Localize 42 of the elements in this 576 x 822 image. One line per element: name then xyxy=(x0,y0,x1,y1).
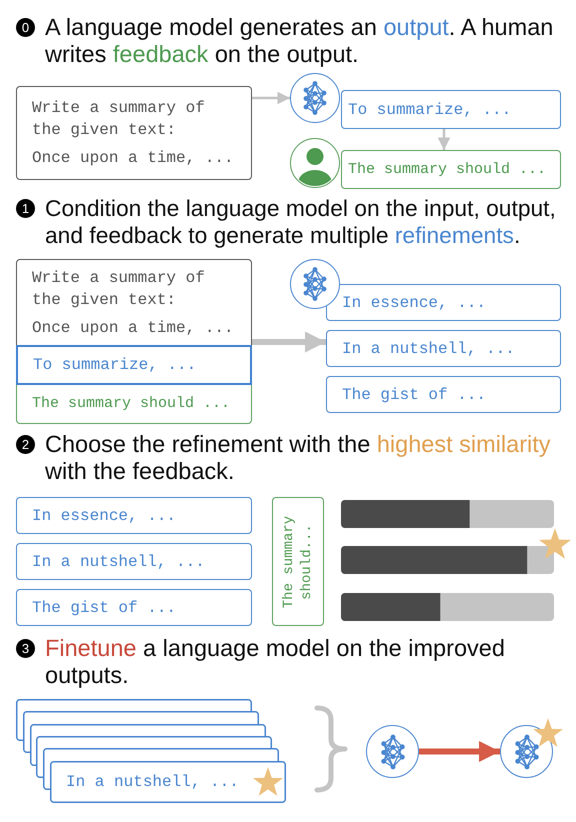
refinement-text: In a nutshell, ... xyxy=(66,772,239,793)
arrow xyxy=(438,129,450,150)
refinement-text: In a nutshell, ... xyxy=(32,552,206,572)
step-number: 2 xyxy=(16,435,35,454)
refinement-box xyxy=(16,543,252,580)
step-number: 0 xyxy=(16,18,35,37)
refinement-box xyxy=(326,330,561,367)
refinement-text: The gist of ... xyxy=(32,598,178,618)
step-heading: Choose the refinement with the highest similarity with the feedback. xyxy=(45,431,552,485)
feedback-box xyxy=(272,497,324,626)
step-heading: A language model generates an output. A human writes feedback on the output. xyxy=(45,14,554,68)
arrow xyxy=(252,332,326,352)
refinement-box xyxy=(16,497,252,534)
output-box xyxy=(16,345,252,385)
output-text: To summarize, ... xyxy=(33,355,198,376)
prompt-box xyxy=(16,86,252,180)
prompt-box xyxy=(16,259,252,346)
feedback-box xyxy=(16,384,252,424)
step-heading: Finetune a language model on the improved outputs. xyxy=(45,635,506,689)
story-text: Once upon a time, ... xyxy=(32,318,235,338)
refinement-text: In essence, ... xyxy=(32,506,178,526)
feedback-text: The summary should ... xyxy=(32,394,232,414)
step-heading: Condition the language model on the input, output, and feedback to generate multiple refinements. xyxy=(45,195,557,249)
feedback-text: The summary should ... xyxy=(348,160,548,180)
refinement-text: The gist of ... xyxy=(342,384,488,406)
arrow xyxy=(419,741,500,762)
refinement-box xyxy=(326,376,561,413)
output-text: To summarize, ... xyxy=(348,100,512,120)
card-stack xyxy=(16,699,286,803)
step-number: 3 xyxy=(16,639,35,658)
refinement-text: In a nutshell, ... xyxy=(342,338,516,360)
feedback-box xyxy=(341,150,561,189)
step-number: 1 xyxy=(16,199,35,218)
output-box xyxy=(341,90,561,129)
feedback-text: The summary should... xyxy=(280,514,316,610)
refinement-box xyxy=(326,284,561,321)
story-text: Once upon a time, ... xyxy=(32,148,235,169)
instruction-text: Write a summary of the given text: xyxy=(32,268,206,310)
refinement-text: In essence, ... xyxy=(342,292,488,314)
refinement-box xyxy=(16,589,252,626)
instruction-text: Write a summary of the given text: xyxy=(32,98,206,141)
arrow xyxy=(252,92,290,104)
